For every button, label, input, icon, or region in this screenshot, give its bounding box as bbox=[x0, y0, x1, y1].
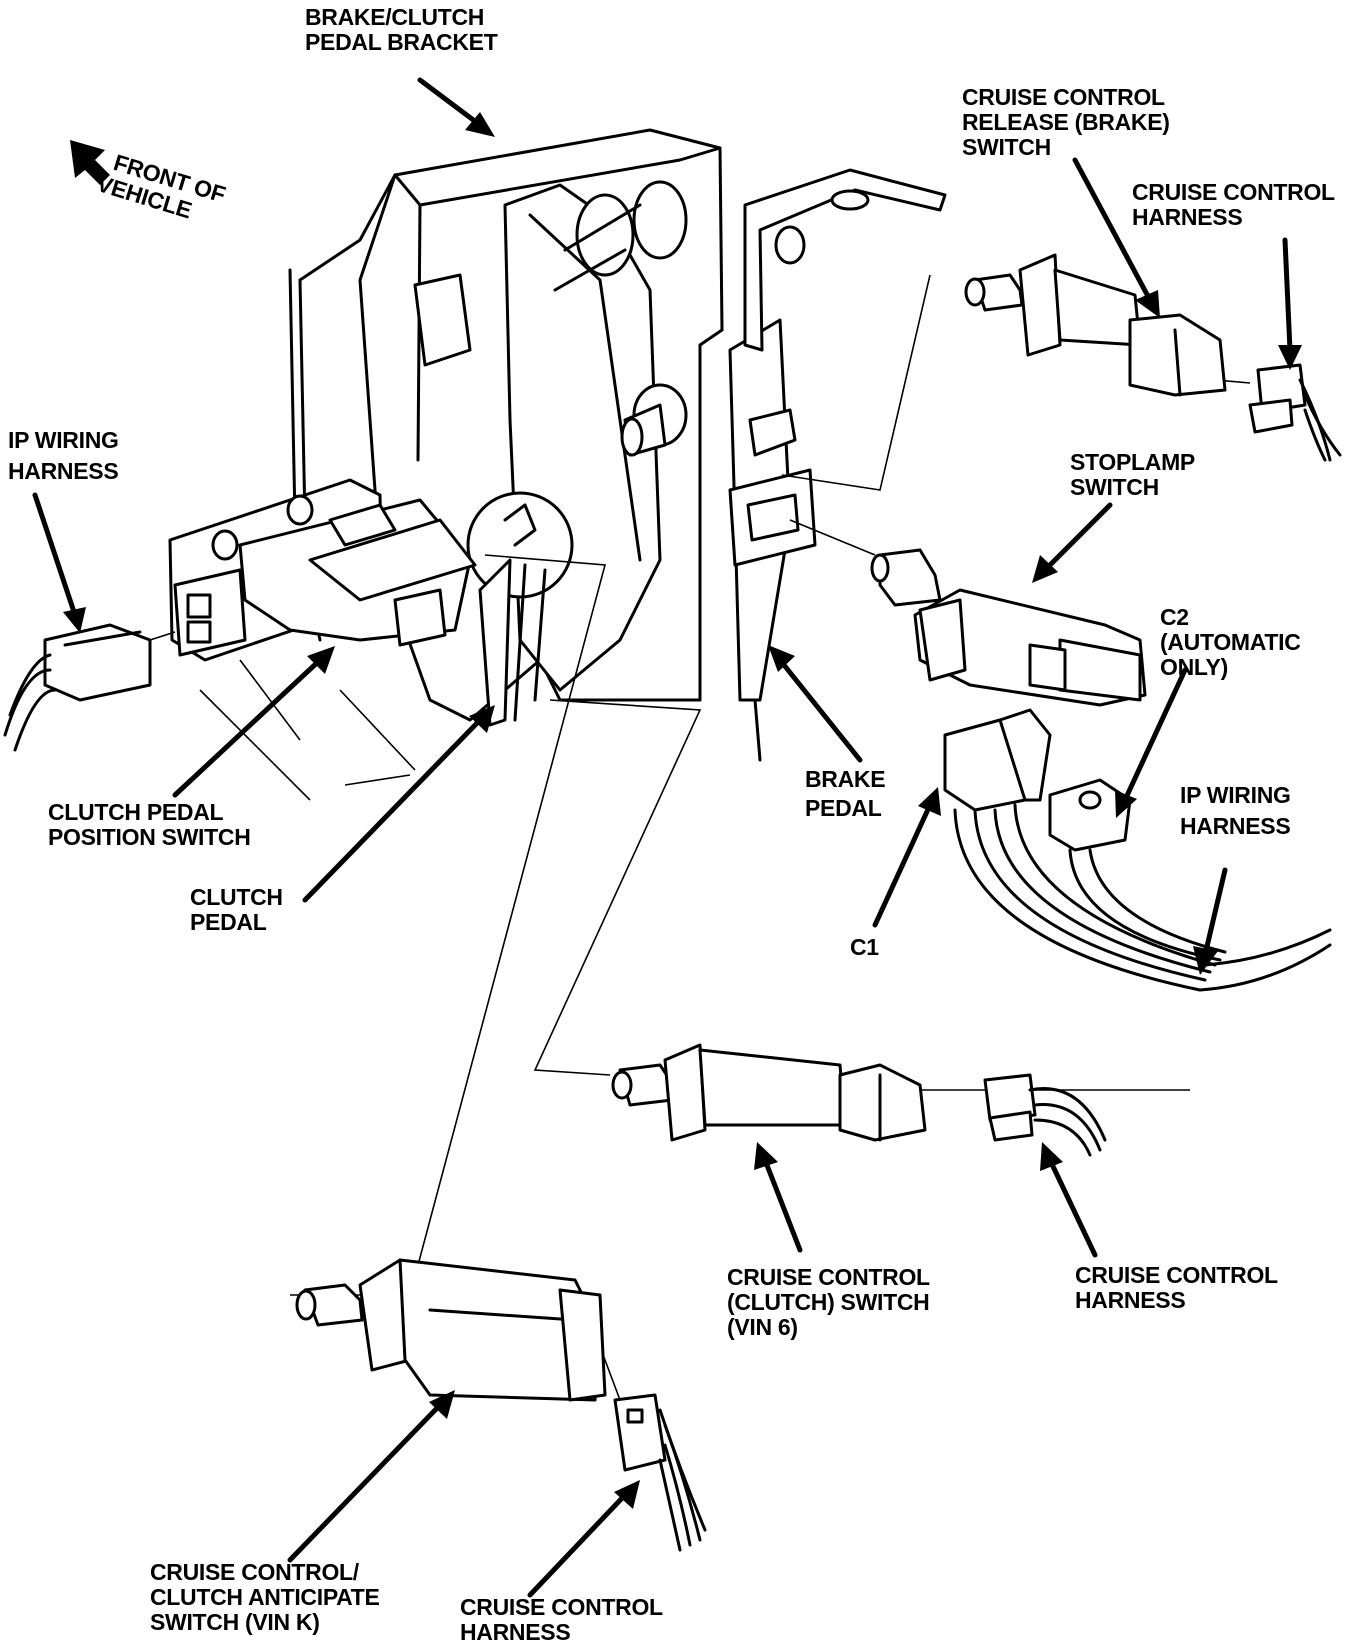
clutch-position-switch-drawing bbox=[3, 478, 477, 801]
front-arrow-icon bbox=[70, 140, 110, 185]
clutch-pedal-drawing bbox=[478, 558, 547, 727]
release-switch-drawing bbox=[964, 253, 1342, 462]
label-clutch-switch: CRUISE CONTROL(CLUTCH) SWITCH(VIN 6) bbox=[727, 1264, 930, 1340]
clutch-switch-drawing bbox=[611, 1043, 1107, 1157]
pedal-bracket bbox=[288, 128, 947, 762]
stoplamp-switch-drawing bbox=[870, 548, 1332, 992]
label-c1: C1 bbox=[850, 934, 879, 960]
anticipate-switch-drawing bbox=[295, 1258, 707, 1552]
callout-arrows bbox=[32, 77, 1302, 1598]
